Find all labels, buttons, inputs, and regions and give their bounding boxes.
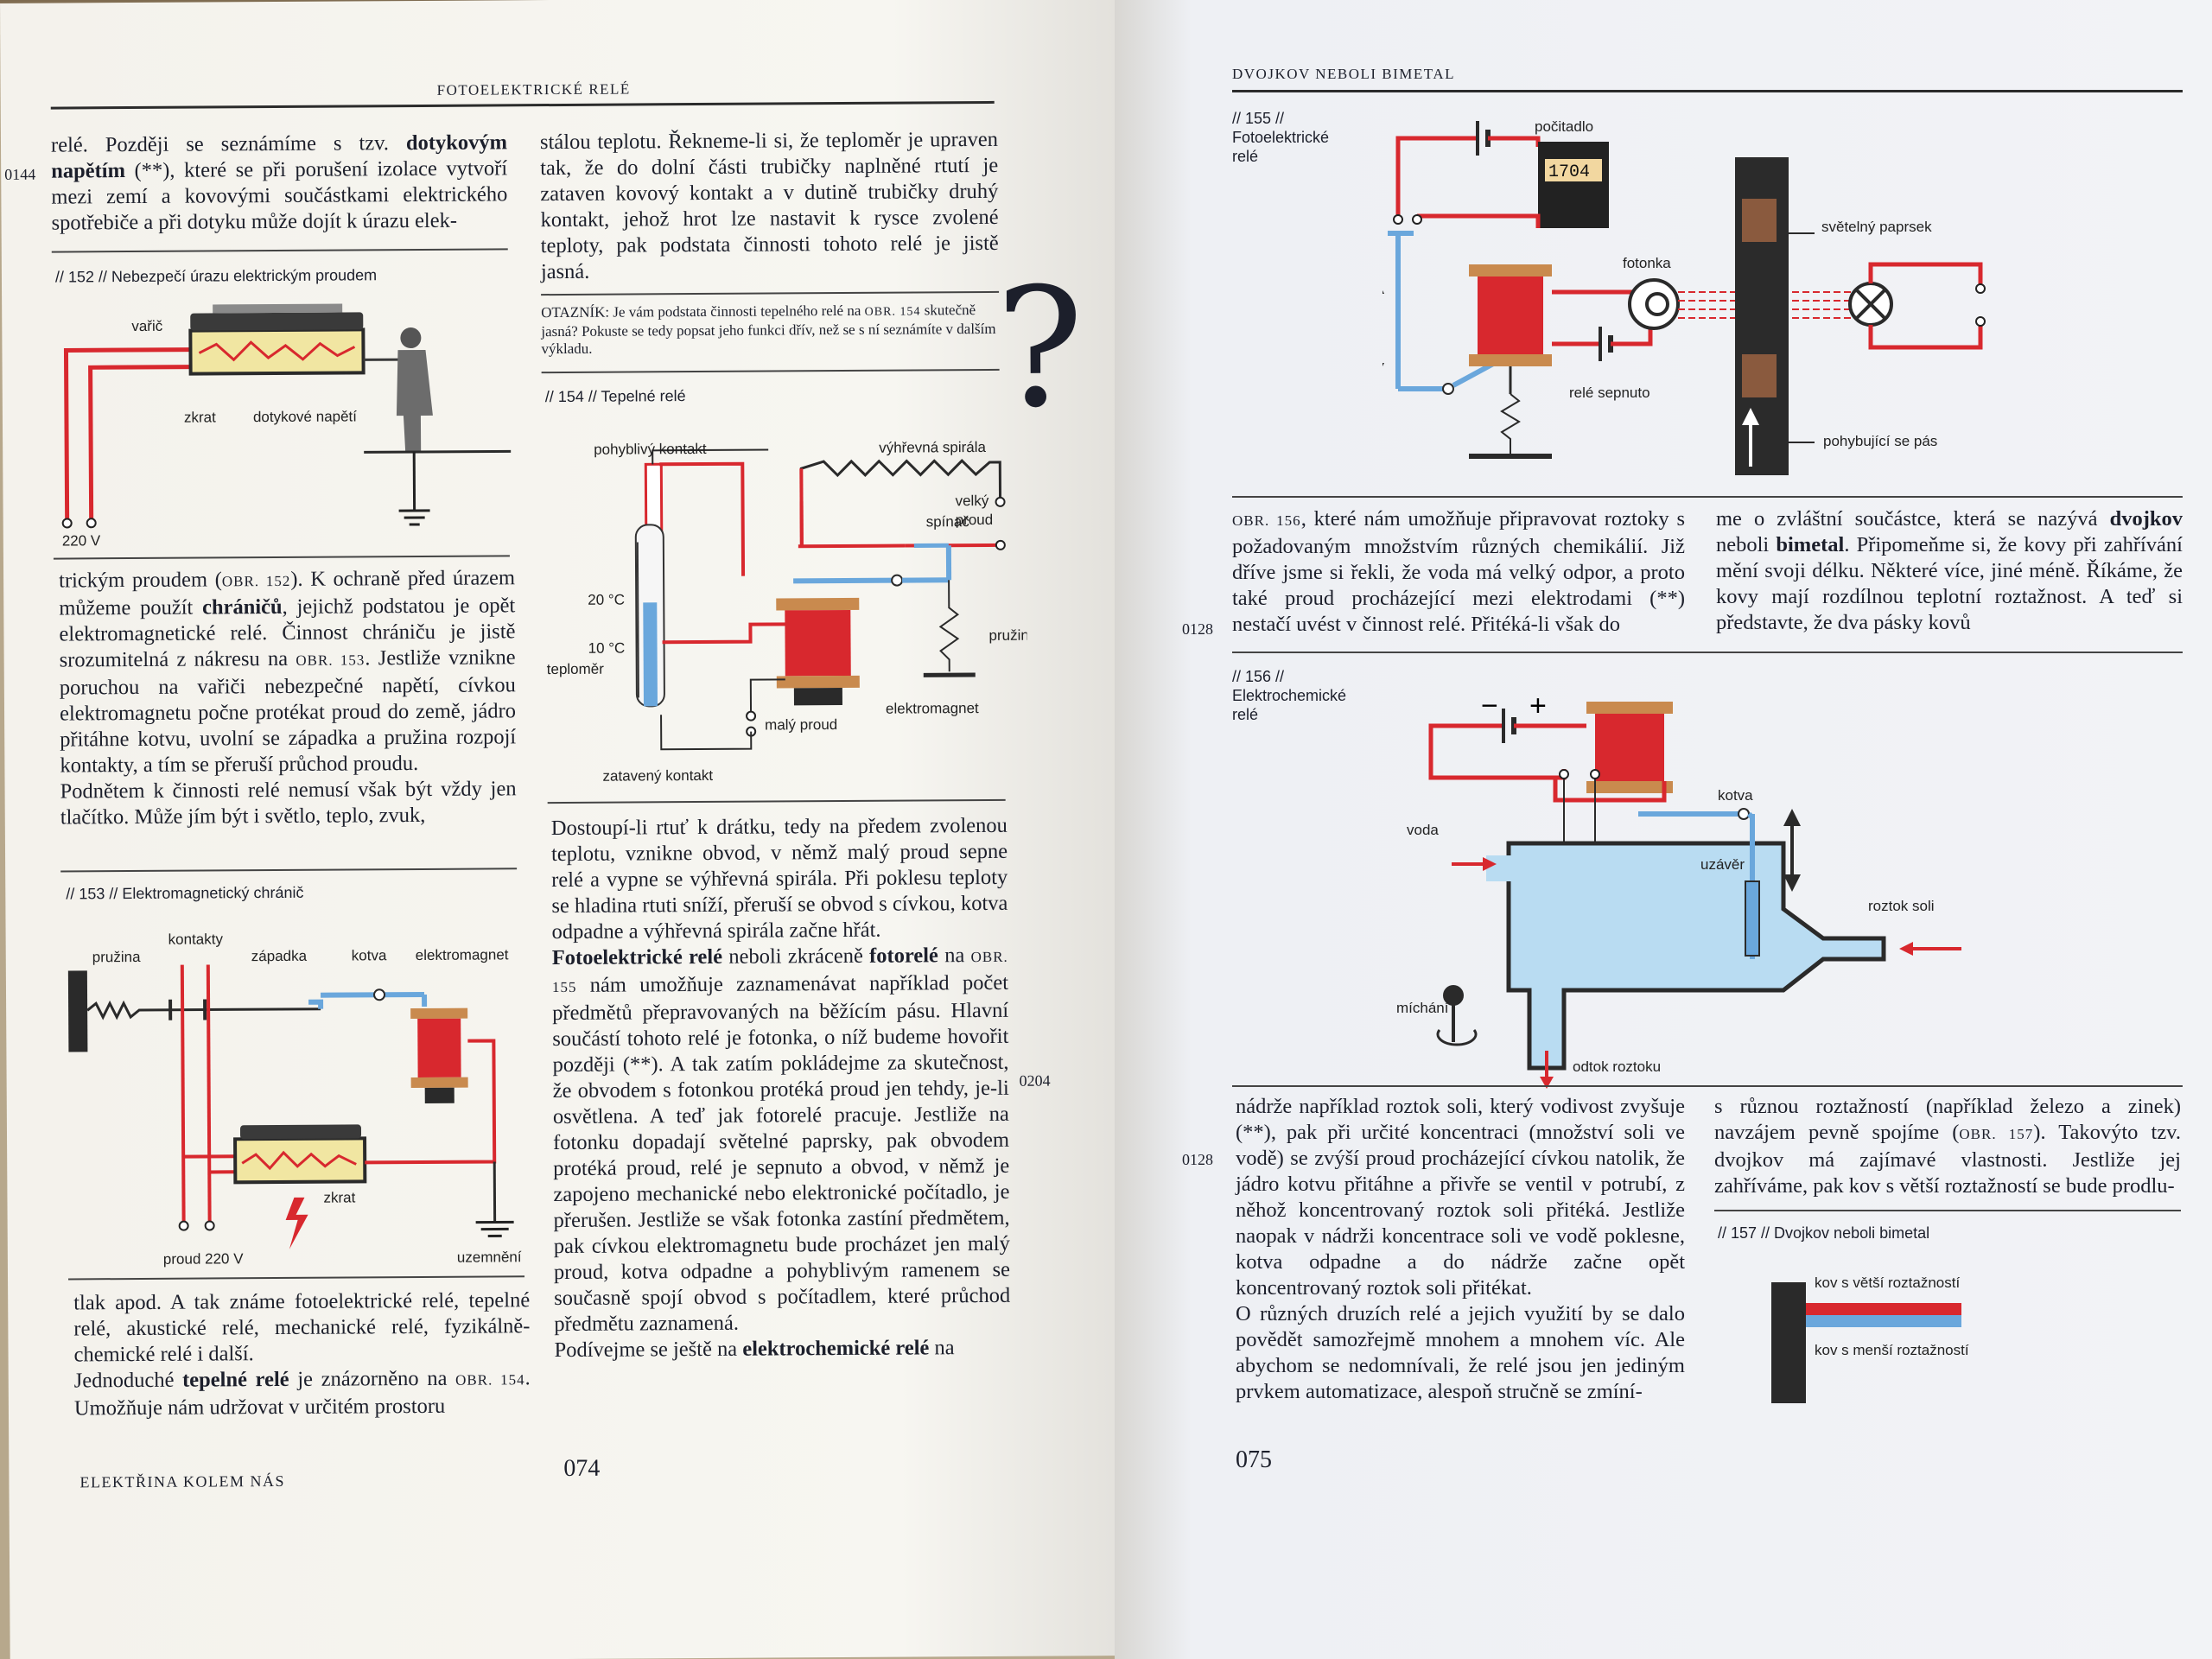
label-pocitadlo: počitadlo xyxy=(1535,118,1593,135)
figure-156-caption: // 156 // Elektrochemické relé xyxy=(1232,668,1347,723)
margin-reference: 0128 xyxy=(1182,1151,1213,1168)
figure-rule xyxy=(53,555,510,560)
battery-minus-icon: − xyxy=(1481,690,1498,722)
header-rule xyxy=(1232,90,2183,92)
column-2-top-text: stálou teplotu. Řekneme-li si, že teplom… xyxy=(539,127,999,284)
label-kov-vetsi: kov s větší roztažností xyxy=(1815,1274,1960,1291)
left-page: Fotoelektrické relé 0144 relé. Později s… xyxy=(0,0,1125,1659)
page-number-left: 074 xyxy=(563,1454,601,1482)
label-kontakty: kontakty xyxy=(168,931,224,947)
label-spinac: spínač xyxy=(926,513,970,530)
label-roztok-soli: roztok soli xyxy=(1868,898,1935,914)
figure-154-diagram: pohyblivý kontakt výhřevná spirála spína… xyxy=(547,439,1028,785)
figure-152-diagram: vařič zkrat dotykové napětí 220 V xyxy=(61,303,512,550)
label-odtok-roztoku: odtok roztoku xyxy=(1573,1058,1661,1075)
figure-154-caption: // 154 // Tepelné relé xyxy=(544,387,686,406)
figure-153-caption: // 153 // Elektromagnetický chránič xyxy=(66,883,304,903)
figure-rule xyxy=(68,1275,525,1281)
label-20c: 20 °C xyxy=(588,592,625,608)
column-1-mid-text: trickým proudem (obr. 152). K ochraně př… xyxy=(59,566,517,830)
figure-155-diagram: 1704 xyxy=(1382,118,1986,475)
label-maly-proud: malý proud xyxy=(765,716,837,734)
column-4-bottom-text: s různou roztažností (například železo a… xyxy=(1714,1095,2181,1198)
column-1-top-text: relé. Později se seznámíme s tzv. dotyko… xyxy=(50,130,508,235)
figure-rule xyxy=(1714,1210,2181,1211)
figure-rule xyxy=(1232,496,2183,498)
label-kotva: kotva xyxy=(1718,787,1753,804)
figure-rule xyxy=(51,248,508,253)
label-uzemneni: uzemnění xyxy=(457,1249,522,1265)
column-2-bottom-text: Dostoupí-li rtuť k drátku, tedy na přede… xyxy=(550,813,1011,1363)
label-zapadka: západka xyxy=(251,948,308,964)
figure-rule xyxy=(1232,652,2183,653)
label-zkrat: zkrat xyxy=(323,1189,355,1205)
label-michani: míchání xyxy=(1396,1000,1449,1016)
label-rele-sepnuto: relé sepnuto xyxy=(1569,385,1650,401)
column-3-mid-text: obr. 156, které nám umožňuje připravovat… xyxy=(1232,507,1685,636)
label-pruzina: pružina xyxy=(988,627,1027,644)
figure-rule xyxy=(1232,1085,2183,1087)
label-kotva: kotva xyxy=(352,947,387,963)
box-rule xyxy=(541,368,1000,374)
label-dotykove-napeti: dotykové napětí xyxy=(253,408,357,425)
column-3-bottom-text: nádrže například roztok soli, který vodi… xyxy=(1236,1095,1685,1403)
label-vyhrevna-spirala: výhřevná spirála xyxy=(879,439,986,456)
label-uzaver: uzávěr xyxy=(1700,856,1745,873)
column-4-mid-text: me o zvláštní součástce, která se nazývá… xyxy=(1716,507,2183,634)
label-kov-mensi: kov s menší roztažností xyxy=(1815,1342,1969,1358)
label-zkrat: zkrat xyxy=(184,409,216,425)
question-box: OTAZNÍK: Je vám podstata činnosti tepeln… xyxy=(541,302,996,358)
label-elektromagnet: elektromagnet xyxy=(886,700,979,717)
label-elektromagnet: elektromagnet xyxy=(416,946,509,963)
figure-153-diagram: pružina kontakty západka kotva elektroma… xyxy=(67,931,522,1268)
label-220v: 220 V xyxy=(62,532,101,549)
label-fotonka: fotonka xyxy=(1623,255,1671,271)
question-mark-icon: ? xyxy=(995,252,1085,444)
label-svetelny-paprsek: světelný paprsek xyxy=(1821,219,1932,235)
figure-152-caption: // 152 // Nebezpečí úrazu elektrickým pr… xyxy=(54,266,378,286)
figure-157-diagram: kov s větší roztažností kov s menší rozt… xyxy=(1771,1274,1969,1403)
label-velky: velký xyxy=(955,493,988,509)
label-pohyblivy-kontakt: pohyblivý kontakt xyxy=(594,441,707,458)
figure-156-diagram: voda kotva uzávěr roztok soli míchání od… xyxy=(1396,690,1961,1089)
battery-plus-icon: + xyxy=(1529,690,1547,722)
label-zataveny-kontakt: zatavený kontakt xyxy=(602,767,713,785)
counter-display: 1704 xyxy=(1548,162,1590,182)
label-pruzina: pružina xyxy=(92,949,141,965)
right-page: Dvojkov neboli bimetal // 155 // Fotoele… xyxy=(1115,0,2212,1659)
margin-reference: 0204 xyxy=(1019,1071,1051,1090)
running-head-right: Dvojkov neboli bimetal xyxy=(1232,66,1455,82)
label-10c: 10 °C xyxy=(588,640,626,657)
label-teplomer: teploměr xyxy=(547,661,605,677)
label-proud: proud xyxy=(956,512,994,528)
margin-reference: 0144 xyxy=(4,165,36,183)
running-head-left: Fotoelektrické relé xyxy=(436,80,631,99)
margin-reference: 0128 xyxy=(1182,620,1213,638)
footer-title: Elektřina kolem nás xyxy=(79,1471,286,1491)
header-rule xyxy=(50,100,995,110)
label-voda: voda xyxy=(1407,822,1439,838)
figure-155-caption: // 155 // Fotoelektrické relé xyxy=(1232,110,1330,165)
label-varic: vařič xyxy=(131,318,163,334)
box-rule xyxy=(541,290,1000,296)
figure-157-caption: // 157 // Dvojkov neboli bimetal xyxy=(1718,1224,1930,1242)
column-1-bottom-text: tlak apod. A tak známe fotoelektrické re… xyxy=(73,1288,531,1421)
figure-rule xyxy=(60,868,518,873)
label-pohybujici-pas: pohybující se pás xyxy=(1823,433,1937,449)
page-number-right: 075 xyxy=(1236,1446,1272,1473)
label-proud-220v: proud 220 V xyxy=(163,1250,244,1268)
